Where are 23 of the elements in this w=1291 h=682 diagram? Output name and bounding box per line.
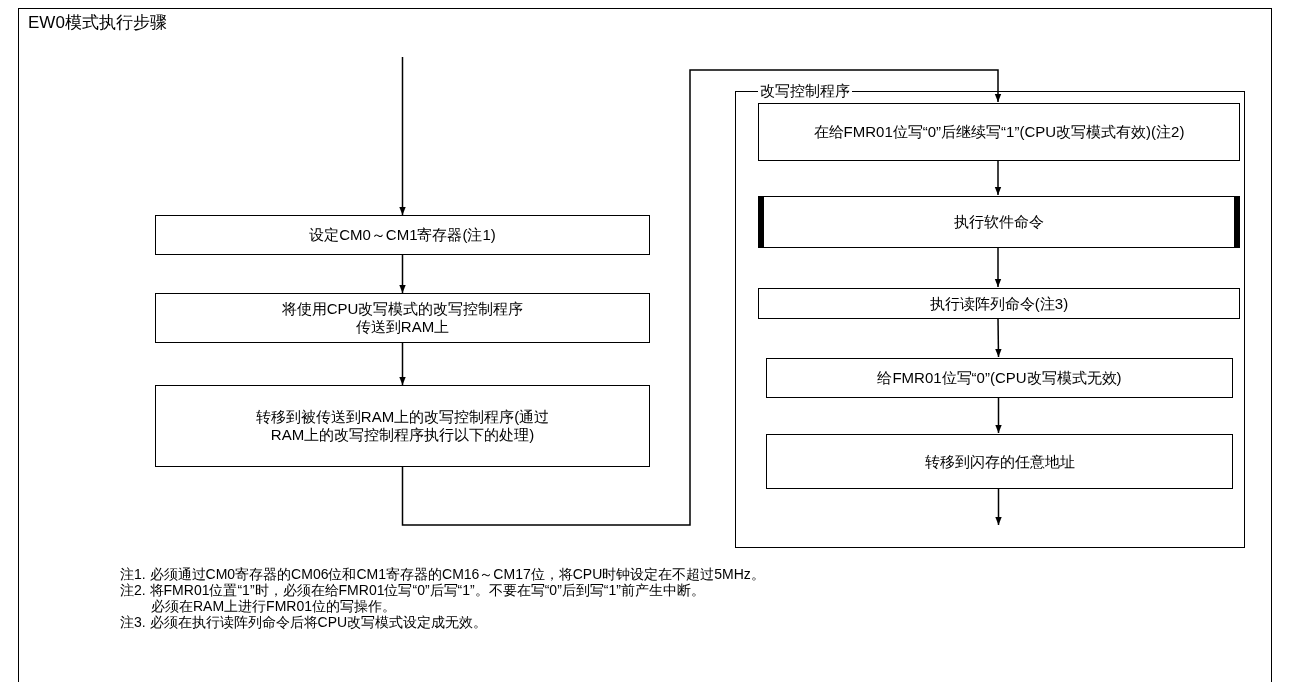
- process-box: 给FMR01位写“0”(CPU改写模式无效): [766, 358, 1233, 398]
- process-box: 将使用CPU改写模式的改写控制程序传送到RAM上: [155, 293, 650, 343]
- arrow: [994, 159, 1002, 196]
- arrow: [994, 246, 1002, 288]
- footnote: 必须在RAM上进行FMR01位的写操作。: [150, 598, 397, 614]
- process-box: 转移到被传送到RAM上的改写控制程序(通过RAM上的改写控制程序执行以下的处理): [155, 385, 650, 467]
- arrow: [995, 487, 1002, 526]
- footnote: 注2. 将FMR01位置“1”时，必须在给FMR01位写“0”后写“1”。不要在写“0”后到写“1”前产生中断。: [120, 582, 706, 598]
- process-box: 在给FMR01位写“0”后继续写“1”(CPU改写模式有效)(注2): [758, 103, 1240, 161]
- arrow: [995, 396, 1002, 434]
- arrow: [399, 254, 406, 294]
- group-title: 改写控制程序: [758, 82, 852, 100]
- diagram-title: EW0模式执行步骤: [28, 12, 167, 34]
- arrow: [399, 56, 406, 216]
- process-box: 设定CM0～CM1寄存器(注1): [155, 215, 650, 255]
- arrow: [401, 69, 1002, 526]
- process-box: 执行读阵列命令(注3): [758, 288, 1240, 319]
- footnote: 注3. 必须在执行读阵列命令后将CPU改写模式设定成无效。: [120, 614, 489, 630]
- predefined-process-box: 执行软件命令: [758, 196, 1240, 248]
- footnote: 注1. 必须通过CM0寄存器的CM06位和CM1寄存器的CM16～CM17位，将CPU时钟设定在不超过5MHz。: [120, 566, 765, 582]
- arrow: [995, 317, 1002, 358]
- process-box: 转移到闪存的任意地址: [766, 434, 1233, 489]
- arrow: [399, 342, 406, 386]
